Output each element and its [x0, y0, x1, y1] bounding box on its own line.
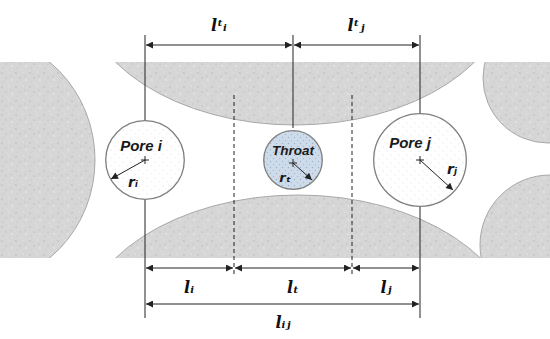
- dimension-arrow: [294, 45, 419, 46]
- radius-symbol: rᵢ: [128, 175, 138, 190]
- bottom-grain: [78, 195, 518, 258]
- pore-name: Pore i: [120, 138, 162, 155]
- right-top-grain: [483, 62, 550, 143]
- length-label: lᵢ: [184, 279, 194, 297]
- label-anchor: lᵗⱼ: [347, 17, 364, 35]
- length-label: lₜ: [287, 279, 299, 297]
- throat-bound: [234, 95, 235, 276]
- right-bottom-grain: [480, 175, 550, 258]
- circle-body: [264, 131, 323, 190]
- throat-bound: [352, 95, 353, 276]
- dimension-arrow: [353, 268, 419, 269]
- length-label: lᵢⱼ: [276, 314, 291, 332]
- label-anchor: lᵢ: [184, 279, 194, 297]
- left-grain: [0, 62, 95, 258]
- pore-name: Throat: [272, 144, 314, 159]
- circle-outline: [263, 130, 323, 190]
- dimension-arrow: [146, 268, 233, 269]
- label-anchor: lₜ: [287, 279, 299, 297]
- pore-circle: Pore i rᵢ: [105, 120, 185, 200]
- throat-circle: Throat rₜ: [263, 130, 323, 190]
- pore-name: Pore j: [389, 135, 431, 152]
- radius-symbol: rₜ: [279, 171, 290, 185]
- length-label: lᵗⱼ: [347, 17, 364, 35]
- pore-circle: Pore j rⱼ: [373, 113, 467, 207]
- radius-arrow: [293, 163, 312, 180]
- dimension-arrow: [146, 45, 292, 46]
- label-anchor: lᵢⱼ: [276, 314, 291, 332]
- length-label: lᵗᵢ: [211, 17, 227, 35]
- circle-outline: [373, 113, 467, 207]
- label-anchor: lᵗᵢ: [211, 17, 227, 35]
- dimension-arrow: [235, 268, 351, 269]
- label-anchor: lⱼ: [380, 279, 391, 297]
- radius-symbol: rⱼ: [447, 162, 457, 177]
- grain-band: [0, 62, 550, 258]
- circle-body: [374, 114, 467, 207]
- circle-outline: [105, 120, 185, 200]
- length-label: lⱼ: [380, 279, 391, 297]
- dimension-arrow: [146, 304, 419, 305]
- throat-axis: [293, 35, 294, 128]
- circle-body: [106, 121, 185, 200]
